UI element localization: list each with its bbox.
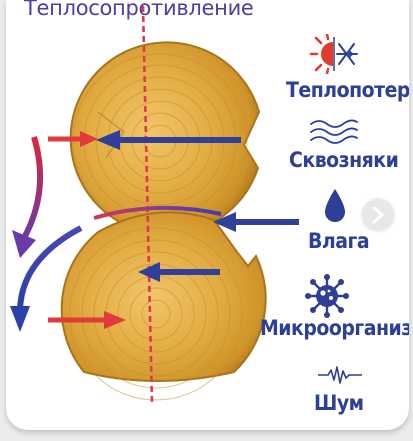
joint-arc [93,205,222,220]
bottom-red-arrow [48,311,126,329]
next-slide-button[interactable] [362,199,394,231]
legend-heat-loss: Теплопотери [286,78,409,102]
top-blue-arrow [96,130,241,150]
sun-snowflake-icon [309,34,358,74]
legend-noise: Шум [314,391,364,415]
sound-wave-icon [318,366,362,384]
left-red-curve-arrow [12,136,44,258]
left-blue-curve-arrow [10,225,83,332]
water-drop-icon [325,189,345,222]
heat-resistance-line [141,5,154,405]
diagram-title: Теплосопротивление [24,0,254,20]
bottom-blue-arrow [138,262,220,282]
image-card: Теплосопротивление Теплопотери Сквозняки [6,0,409,430]
top-red-arrow [48,131,98,147]
bottom-log [60,211,267,401]
microbe-icon [305,274,349,318]
legend-microorganisms: Микроорганизмы [260,316,409,340]
wind-waves-icon [310,119,358,144]
chevron-right-icon [372,206,384,224]
legend-moisture: Влага [308,229,370,253]
log-wall-diagram [10,5,299,405]
joint-blue-arrow [213,212,299,232]
legend-drafts: Сквозняки [289,148,399,172]
